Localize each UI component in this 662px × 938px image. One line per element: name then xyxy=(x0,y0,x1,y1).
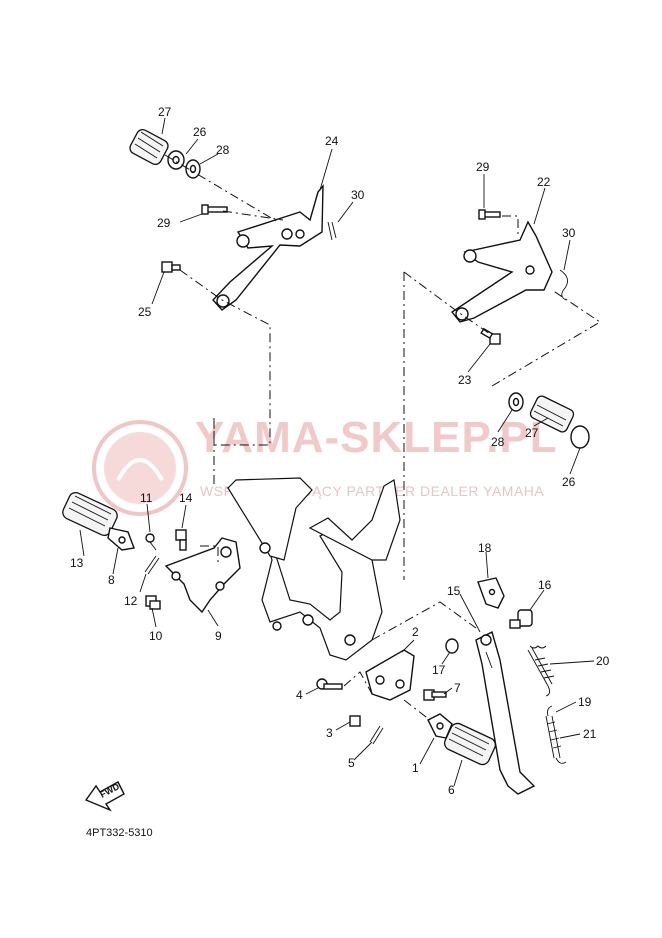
fwd-arrow-icon xyxy=(84,781,125,812)
left-footrest-bracket-assembly xyxy=(128,128,337,446)
part-23-bolt-right[interactable] xyxy=(480,327,501,345)
part-27-footpeg-left[interactable] xyxy=(128,128,170,167)
part-30-pin-right[interactable] xyxy=(559,269,569,301)
centerline-right-bracket-mount xyxy=(403,271,601,387)
callout-11: 11 xyxy=(140,491,153,505)
callout-8: 8 xyxy=(108,573,115,587)
callout-17: 17 xyxy=(432,663,446,677)
callout-20: 20 xyxy=(596,654,610,668)
callout-1: 1 xyxy=(412,761,419,775)
part-20-spring-outer[interactable] xyxy=(527,645,555,697)
callout-12: 12 xyxy=(124,594,138,608)
part-27-footpeg-right[interactable] xyxy=(529,394,575,433)
part-11-pin[interactable] xyxy=(145,533,157,551)
callout-15: 15 xyxy=(447,584,461,598)
callout-26-top-left: 26 xyxy=(193,125,207,139)
part-25-bolt-left[interactable] xyxy=(161,261,181,273)
callout-9: 9 xyxy=(215,629,222,643)
centerline-rider-bracket xyxy=(200,545,219,562)
part-2-sidestand-bracket[interactable] xyxy=(365,649,415,701)
callout-25: 25 xyxy=(138,305,152,319)
callout-27-right: 27 xyxy=(525,426,539,440)
rider-footrest-left-assembly xyxy=(61,490,241,614)
frame-mount-hole-4 xyxy=(272,621,282,631)
watermark-logo-ring xyxy=(92,420,188,516)
callout-14: 14 xyxy=(179,491,193,505)
part-9-footrest-bracket[interactable] xyxy=(164,537,241,614)
callout-19: 19 xyxy=(578,695,592,709)
part-28-washer-right[interactable] xyxy=(508,392,524,412)
callout-numbers: 27 26 28 24 29 30 25 29 22 30 23 28 27 2… xyxy=(70,105,610,797)
frame-section xyxy=(213,418,477,661)
frame-mount-hole-2 xyxy=(302,614,314,626)
part-3-nut[interactable] xyxy=(349,715,361,727)
callout-28-top-left: 28 xyxy=(216,143,230,157)
part-26-collar-right[interactable] xyxy=(570,425,590,449)
part-16-switch[interactable] xyxy=(509,609,533,629)
callout-10: 10 xyxy=(149,629,163,643)
diagram-code: 4PT332-5310 xyxy=(86,827,153,839)
part-4-bolt[interactable] xyxy=(316,678,343,690)
callout-4: 4 xyxy=(296,688,303,702)
callout-2: 2 xyxy=(412,625,419,639)
watermark-logo-mark xyxy=(116,458,164,481)
part-17-collar[interactable] xyxy=(445,638,459,654)
sidestand-assembly xyxy=(403,577,567,795)
watermark-title: YAMA-SKLEP.PL xyxy=(195,413,558,462)
centerline-left-bolt xyxy=(222,210,284,221)
part-29-bolt-left[interactable] xyxy=(201,204,228,215)
callout-29-right: 29 xyxy=(476,160,490,174)
centerline-right-bolt xyxy=(502,215,519,236)
callout-leaders xyxy=(79,117,595,787)
part-24-footrest-bracket-left[interactable] xyxy=(212,184,324,311)
watermark-logo-disc xyxy=(104,432,176,504)
callout-18: 18 xyxy=(478,541,492,555)
part-29-bolt-right[interactable] xyxy=(478,209,501,220)
frame-mount-hole-3 xyxy=(344,634,356,646)
callout-21: 21 xyxy=(583,727,597,741)
part-12-cotter-pin[interactable] xyxy=(144,555,160,575)
centerline-left-footpeg xyxy=(164,154,279,223)
part-30-pin-left[interactable] xyxy=(327,221,337,241)
callout-30-left: 30 xyxy=(351,188,365,202)
callout-5: 5 xyxy=(348,756,355,770)
part-5-cotter-pin[interactable] xyxy=(369,725,384,745)
frame-right-rail xyxy=(308,479,401,561)
callout-7: 7 xyxy=(454,681,461,695)
part-14-bolt[interactable] xyxy=(175,529,187,551)
callout-6: 6 xyxy=(448,783,455,797)
callout-24: 24 xyxy=(325,134,339,148)
callout-13: 13 xyxy=(70,556,84,570)
part-7-bolt[interactable] xyxy=(423,689,447,701)
part-10-nut[interactable] xyxy=(145,595,161,610)
centerline-right-footrest xyxy=(403,699,431,721)
part-26-collar-left[interactable] xyxy=(167,150,185,170)
callout-16: 16 xyxy=(538,578,552,592)
watermark: YAMA-SKLEP.PL WSPÓŁPRACUJĄCY PARTNER DEA… xyxy=(92,413,558,516)
callout-22: 22 xyxy=(537,175,551,189)
callout-30-right: 30 xyxy=(562,226,576,240)
centerline-frame-sidestand xyxy=(371,601,477,641)
part-22-footrest-bracket-right[interactable] xyxy=(450,220,553,323)
part-6-footrest-rubber-right[interactable] xyxy=(442,721,497,767)
callout-26-right: 26 xyxy=(562,475,576,489)
part-28-washer-left[interactable] xyxy=(185,159,201,179)
forward-direction-arrow: FWD xyxy=(84,781,125,812)
callout-28-right: 28 xyxy=(491,435,505,449)
centerline-sidestand-bracket xyxy=(343,671,373,695)
callout-27-top-left: 27 xyxy=(158,105,172,119)
part-13-footrest-rubber[interactable] xyxy=(61,490,120,537)
part-18-plate[interactable] xyxy=(477,577,505,609)
frame-mount-hole-1 xyxy=(259,542,271,554)
callout-3: 3 xyxy=(326,726,333,740)
part-15-sidestand[interactable] xyxy=(475,630,536,795)
callout-23: 23 xyxy=(458,373,472,387)
part-8-footrest[interactable] xyxy=(107,527,135,551)
callout-29-left: 29 xyxy=(157,216,171,230)
frame-upper-gusset xyxy=(227,477,313,561)
right-footrest-bracket-assembly xyxy=(403,209,601,580)
part-19-spring-inner[interactable] xyxy=(545,705,567,764)
